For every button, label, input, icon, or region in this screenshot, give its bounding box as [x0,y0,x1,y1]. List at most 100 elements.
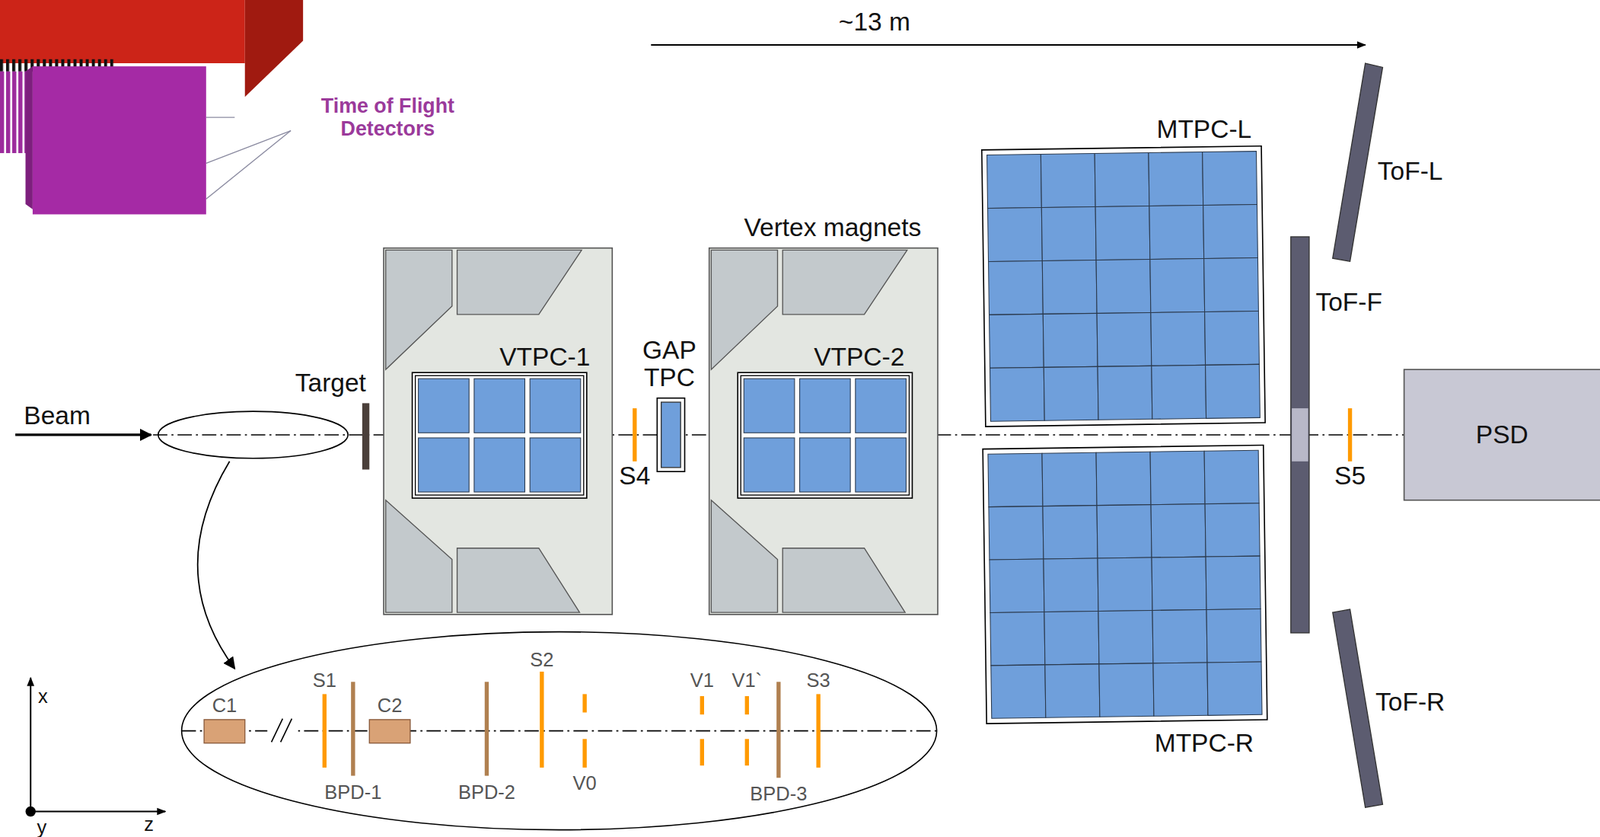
part-label: GAP TPC [633,336,705,393]
vtpc-frame [415,375,584,495]
gap-tpc-chamber [661,401,681,468]
tpc-box: MTPC-L [983,147,1263,424]
part-label: VTPC-2 [813,343,905,372]
veto-v0 [582,693,587,712]
psd-box: PSD [1404,369,1600,501]
chamber-cell [1151,556,1207,610]
figure-title: Time of Flight Detectors [290,95,485,141]
tpc-box: VTPC-1 [412,372,587,498]
chamber-cell [1040,153,1096,208]
chamber-cell [1045,663,1100,718]
cherenkov-c2 [369,719,411,743]
detector-label: ToF-L [1377,157,1444,186]
chamber-cell [1151,364,1207,419]
detector-label: S1 [312,669,337,691]
scintillator-s4 [632,407,637,462]
scintillator-s3 [815,693,820,767]
scintillator-s5 [1348,407,1352,462]
chamber-cell [1204,503,1260,557]
chamber-cell [1044,610,1100,664]
chamber-cell [991,664,1046,718]
chamber-cell [1043,366,1099,421]
detector-label: ToF-R [1375,688,1445,717]
chamber-cell [1096,258,1151,313]
outline-line [206,130,291,164]
chamber-cell [1152,609,1208,663]
chamber-cell [1150,450,1205,504]
tof-strips [0,71,29,153]
bpd-1 [350,681,355,775]
part-label: C2 [377,694,403,716]
chamber-cell [1041,207,1097,262]
chamber-cell [1204,257,1259,312]
mtpc-frame [982,444,1268,724]
axis-z [30,809,166,812]
chamber-cell [1096,312,1152,367]
part-label: VTPC-1 [499,343,590,372]
tof-f-wall [1290,236,1310,633]
chamber-cell [1204,449,1259,504]
zoom-pointer [197,461,236,669]
gap-tpc-frame [656,398,685,472]
beamline-inset [181,631,938,830]
axis-label: y [37,815,48,837]
detector-label: V1 [690,669,714,691]
tof-r-wall [1332,608,1384,807]
dimension-label: ~13 m [838,8,911,37]
chamber-cell [989,366,1045,421]
part-label: Target [295,368,367,397]
counter-box: C2 [369,719,411,743]
chamber-cell [989,558,1045,612]
detector-label: S5 [1334,461,1366,490]
detector-label: S4 [618,461,651,490]
chamber-cell [1150,503,1206,558]
chamber-cell [1042,505,1098,559]
axis-x [29,677,32,812]
chamber-cell [1149,205,1205,260]
inset-ellipse [181,631,938,830]
detector-label: BPD-1 [324,780,382,803]
detector-label: BPD-2 [458,780,516,803]
detector-label: V1` [731,669,762,691]
chamber-cell [987,154,1043,209]
chamber-cell [1096,451,1151,505]
scintillator-s2 [539,671,544,768]
detector-label: S2 [529,648,554,670]
veto-v0 [582,738,587,768]
red-block-front [0,0,246,64]
chamber-cell [1153,662,1208,716]
part-label: ToF-F [1315,287,1382,316]
tpc-box: MTPC-R [984,446,1266,722]
part-label: MTPC-R [1154,728,1254,757]
break-mark [280,718,293,743]
chamber-cell [988,506,1044,560]
chamber-cell [1042,259,1097,314]
magnet-coil [457,548,581,612]
part-label: Vertex magnets [744,213,922,243]
chamber-cell [990,611,1046,665]
chamber-cell [989,313,1045,368]
chamber-cell [1203,204,1259,259]
tof-wall: ToF-F [1290,236,1310,633]
mtpc-l [981,146,1266,427]
tof-3d-illustration [0,0,303,214]
vertex-magnet [383,248,612,615]
detector-label: S3 [806,669,831,691]
chamber-cell [1097,365,1153,420]
outline-line [206,130,291,200]
chamber-cell [1202,151,1258,206]
chamber-cell [1042,452,1097,506]
mtpc-frame [981,146,1266,427]
chamber-cell [1148,152,1204,207]
chamber-cell [988,260,1044,315]
axis-y-dot [25,806,36,816]
chamber-cell [1150,258,1205,313]
magnet-body [383,248,612,615]
chamber-cell [1042,312,1098,367]
veto-v1-prime [745,695,750,714]
veto-v1-prime [745,738,750,765]
scintillator-s1 [322,693,327,767]
slab-edge [25,66,33,210]
